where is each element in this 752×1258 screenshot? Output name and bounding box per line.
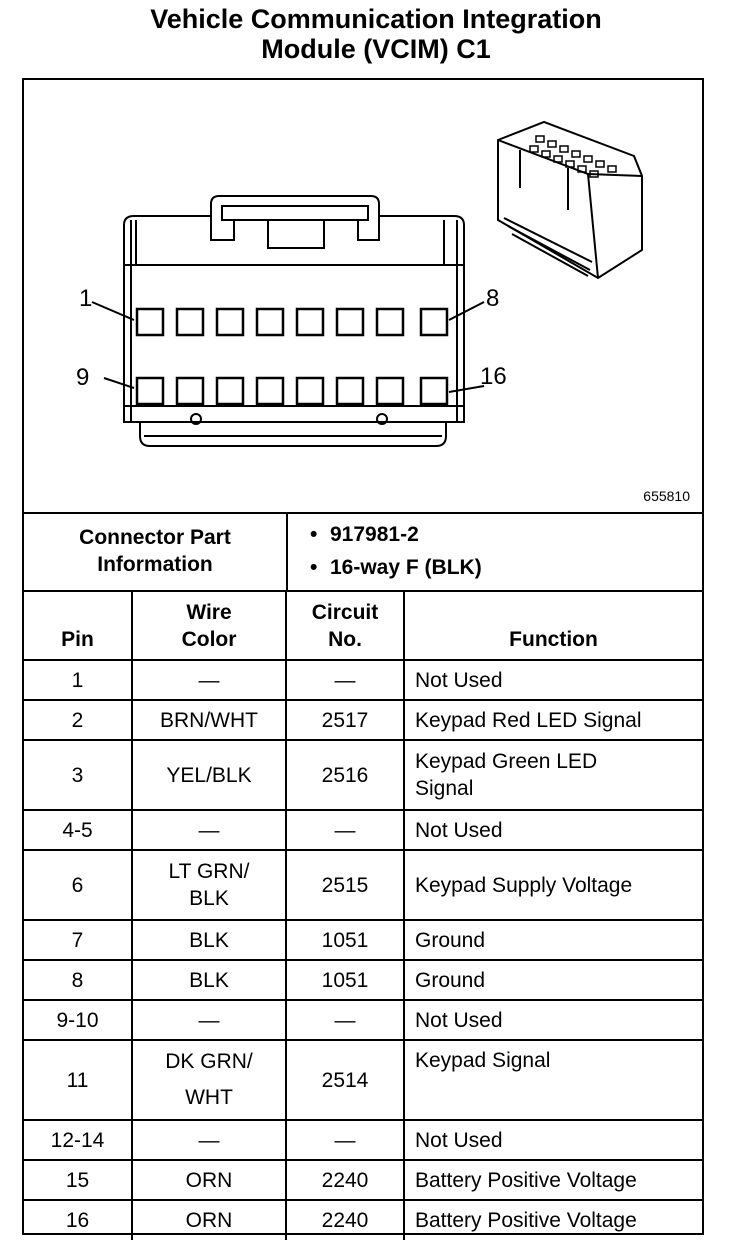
cell-function: Ground — [403, 959, 702, 1001]
connector-sheet: 1 8 9 16 655810 Connector Part Informati… — [22, 78, 704, 1240]
cell-circuit: 2517 — [285, 699, 405, 741]
cell-function: Not Used — [403, 659, 702, 701]
cell-function: Ground — [403, 919, 702, 961]
cell-circuit: 2240 — [285, 1159, 405, 1201]
pin-label-9: 9 — [76, 364, 90, 391]
table-row: 16 ORN 2240 Battery Positive Voltage — [24, 1199, 702, 1240]
pin-label-1: 1 — [79, 285, 93, 312]
cell-circuit: 1051 — [285, 959, 405, 1001]
header-function: Function — [403, 590, 702, 661]
connector-diagram: 1 8 9 16 655810 — [24, 80, 702, 514]
cell-wire-color: DK GRN/ WHT — [131, 1039, 287, 1121]
cell-pin: 15 — [24, 1159, 133, 1201]
cell-wire-color: ORN — [131, 1199, 287, 1240]
connector-face-drawing — [91, 120, 643, 447]
table-row: 7 BLK 1051 Ground — [24, 919, 702, 961]
connector-info-label: Connector Part Information — [24, 512, 288, 590]
cell-pin: 8 — [24, 959, 133, 1001]
table-row: 8 BLK 1051 Ground — [24, 959, 702, 1001]
cell-pin: 6 — [24, 849, 133, 921]
cell-pin: 12-14 — [24, 1119, 133, 1161]
cell-wire-color: — — [131, 1119, 287, 1161]
cell-wire-color: BLK — [131, 959, 287, 1001]
cell-circuit: 2514 — [285, 1039, 405, 1121]
cell-wire-color: — — [131, 809, 287, 851]
cell-circuit: — — [285, 999, 405, 1041]
cell-function: Not Used — [403, 999, 702, 1041]
cell-circuit: — — [285, 809, 405, 851]
table-row: 2 BRN/WHT 2517 Keypad Red LED Signal — [24, 699, 702, 741]
table-row: 11 DK GRN/ WHT 2514 Keypad Signal — [24, 1039, 702, 1121]
part-number: 917981-2 — [310, 518, 702, 551]
cell-circuit: 2515 — [285, 849, 405, 921]
table-header-row: Pin Wire Color Circuit No. Function — [24, 590, 702, 661]
cell-pin: 16 — [24, 1199, 133, 1240]
cell-pin: 4-5 — [24, 809, 133, 851]
page-title: Vehicle Communication Integration Module… — [0, 4, 752, 64]
cell-function: Battery Positive Voltage — [403, 1159, 702, 1201]
cell-pin: 2 — [24, 699, 133, 741]
header-circuit-no: Circuit No. — [285, 590, 405, 661]
pin-label-8: 8 — [486, 285, 500, 312]
connector-info-label-line-1: Connector Part — [79, 526, 231, 549]
table-row: 4-5 — — Not Used — [24, 809, 702, 851]
cell-pin: 3 — [24, 739, 133, 811]
connector-iso-view — [497, 120, 643, 280]
title-line-1: Vehicle Communication Integration — [150, 4, 602, 34]
table-row: 6 LT GRN/ BLK 2515 Keypad Supply Voltage — [24, 849, 702, 921]
table-row: 12-14 — — Not Used — [24, 1119, 702, 1161]
pin-label-16: 16 — [480, 363, 507, 390]
cell-circuit: — — [285, 1119, 405, 1161]
connector-info-values: 917981-2 16-way F (BLK) — [288, 512, 702, 590]
cell-function: Keypad Supply Voltage — [403, 849, 702, 921]
cell-wire-color: BRN/WHT — [131, 699, 287, 741]
cell-wire-color: YEL/BLK — [131, 739, 287, 811]
cell-wire-color: LT GRN/ BLK — [131, 849, 287, 921]
cell-wire-color: BLK — [131, 919, 287, 961]
cell-pin: 1 — [24, 659, 133, 701]
cell-wire-color: ORN — [131, 1159, 287, 1201]
table-row: 1 — — Not Used — [24, 659, 702, 701]
table-row: 15 ORN 2240 Battery Positive Voltage — [24, 1159, 702, 1201]
cell-function: Keypad Signal — [403, 1039, 702, 1121]
figure-id: 655810 — [643, 488, 690, 504]
cell-wire-color: — — [131, 659, 287, 701]
cell-function: Keypad Red LED Signal — [403, 699, 702, 741]
header-pin: Pin — [24, 590, 133, 661]
pinout-table: Pin Wire Color Circuit No. Function 1 — … — [24, 590, 702, 1240]
cell-wire-color: — — [131, 999, 287, 1041]
cell-circuit: 1051 — [285, 919, 405, 961]
connector-info-label-line-2: Information — [97, 553, 213, 576]
title-line-2: Module (VCIM) C1 — [261, 34, 491, 64]
cell-function: Not Used — [403, 1119, 702, 1161]
cell-function: Battery Positive Voltage — [403, 1199, 702, 1240]
cell-pin: 7 — [24, 919, 133, 961]
cell-circuit: — — [285, 659, 405, 701]
cell-pin: 11 — [24, 1039, 133, 1121]
connector-part-info: Connector Part Information 917981-2 16-w… — [24, 512, 702, 592]
header-wire-color: Wire Color — [131, 590, 287, 661]
cell-circuit: 2516 — [285, 739, 405, 811]
cell-pin: 9-10 — [24, 999, 133, 1041]
connector-description: 16-way F (BLK) — [310, 551, 702, 584]
cell-function: Keypad Green LED Signal — [403, 739, 702, 811]
table-row: 3 YEL/BLK 2516 Keypad Green LED Signal — [24, 739, 702, 811]
cell-function: Not Used — [403, 809, 702, 851]
cell-circuit: 2240 — [285, 1199, 405, 1240]
table-row: 9-10 — — Not Used — [24, 999, 702, 1041]
